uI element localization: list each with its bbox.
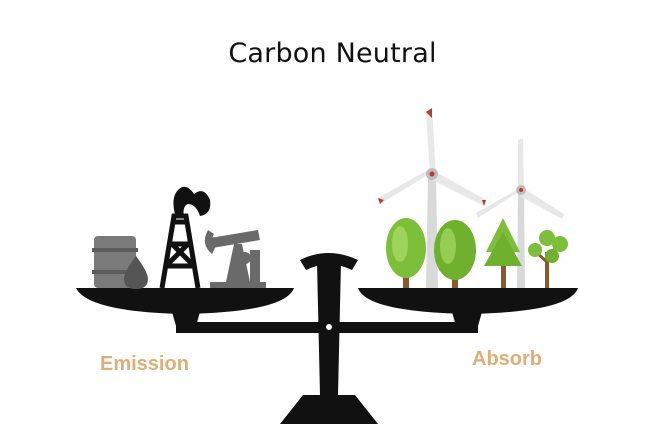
oil-drop-icon [124,256,148,289]
emission-icons [92,186,266,289]
tree-icon [386,218,426,288]
absorb-icons [378,108,568,288]
tree-icon [528,230,568,288]
scale-top [300,253,358,270]
emission-label: Emission [100,353,189,375]
tree-icon [484,218,522,288]
left-pan [76,288,294,314]
scale-base [280,395,378,424]
pumpjack-icon [204,230,266,288]
absorb-label: Absorb [472,348,542,370]
wind-turbine-icon [378,108,486,288]
oil-gush-icon [173,186,211,218]
right-pan [358,288,578,314]
diagram-title: Carbon Neutral [228,38,437,69]
tree-icon [434,220,476,288]
oil-derrick-icon [159,213,201,289]
